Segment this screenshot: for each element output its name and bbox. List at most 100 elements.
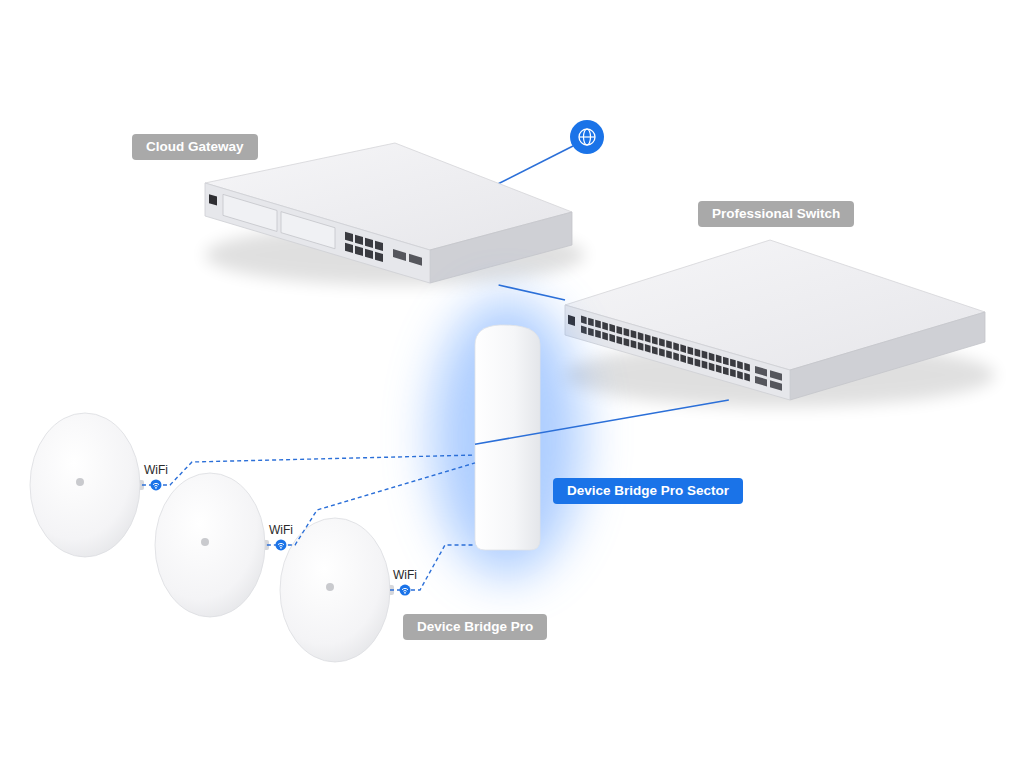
ethernet-port <box>716 365 722 374</box>
ethernet-port <box>631 330 637 339</box>
edge-label: WiFi <box>393 568 417 582</box>
device-label: Device Bridge Pro <box>403 614 547 640</box>
device-label: Device Bridge Pro Sector <box>553 478 743 504</box>
gateway-illustration <box>205 143 572 283</box>
ethernet-port <box>609 334 615 343</box>
globe-disc <box>570 120 604 154</box>
ethernet-port <box>588 328 594 337</box>
ethernet-port <box>673 342 679 351</box>
ethernet-port <box>624 328 630 337</box>
bridge-group: Device Bridge Pro <box>30 413 390 662</box>
ethernet-port <box>688 356 694 365</box>
ethernet-port <box>737 361 743 370</box>
ethernet-port <box>652 346 658 355</box>
power-port <box>209 194 217 205</box>
drive-bay <box>223 194 277 231</box>
ethernet-port <box>645 334 651 343</box>
ethernet-port <box>744 363 750 372</box>
dish-face <box>280 518 390 662</box>
ethernet-port <box>652 336 658 345</box>
ethernet-port <box>375 252 383 262</box>
device-label: Professional Switch <box>698 201 854 227</box>
ethernet-port <box>645 344 651 353</box>
ethernet-port <box>365 249 373 259</box>
dish-logo <box>76 478 84 486</box>
wifi-icon <box>275 539 286 550</box>
ethernet-port <box>737 371 743 380</box>
ethernet-port <box>355 246 363 256</box>
edge-label: WiFi <box>269 523 293 537</box>
ethernet-port <box>680 344 686 353</box>
gateway-side <box>430 212 572 283</box>
ethernet-port <box>688 346 694 355</box>
power-port <box>568 315 575 326</box>
ethernet-port <box>695 358 701 367</box>
wifi-icon <box>400 585 411 596</box>
ethernet-port <box>709 353 715 362</box>
wifi-link <box>390 545 475 590</box>
ethernet-port <box>680 354 686 363</box>
ethernet-port <box>666 350 672 359</box>
gateway-front-face <box>205 183 430 283</box>
sector-glow <box>432 297 582 577</box>
wifi-icon <box>150 479 161 490</box>
wifi-arc <box>279 545 282 547</box>
wifi-arc <box>153 483 159 484</box>
ethernet-port <box>659 338 665 347</box>
ethernet-port <box>638 342 644 351</box>
ethernet-port <box>581 326 587 335</box>
ethernet-port <box>673 352 679 361</box>
ethernet-port <box>659 348 665 357</box>
globe-equator <box>579 136 595 137</box>
wifi-link <box>142 455 475 485</box>
device-label: Cloud Gateway <box>132 134 258 160</box>
dish <box>30 413 144 557</box>
wifi-dot <box>155 487 157 489</box>
network-cable <box>499 285 565 300</box>
wifi-badge <box>150 479 161 490</box>
switch-device: Professional Switch <box>565 240 985 400</box>
wifi-dot <box>404 592 406 594</box>
globe-outline <box>579 129 595 145</box>
wifi-arc <box>154 485 157 487</box>
sfp-port <box>409 254 422 266</box>
ethernet-port <box>709 363 715 372</box>
wifi-badge <box>275 539 286 550</box>
sector-antenna <box>475 325 540 550</box>
ethernet-port <box>716 355 722 364</box>
ethernet-port <box>581 316 587 325</box>
dish-face <box>155 473 265 617</box>
gateway-front <box>205 183 430 283</box>
ethernet-port <box>624 338 630 347</box>
ethernet-port <box>345 243 353 253</box>
ethernet-port <box>345 232 353 242</box>
wifi-arc <box>278 543 284 544</box>
ethernet-port <box>595 330 601 339</box>
ethernet-port <box>617 326 623 335</box>
ethernet-port <box>702 351 708 360</box>
drive-bay <box>281 212 335 249</box>
sector-antenna-node: Device Bridge Pro Sector <box>475 325 540 550</box>
sfp-port <box>755 376 767 386</box>
ethernet-port <box>631 340 637 349</box>
wifi-arc <box>403 590 406 592</box>
sfp-port <box>770 370 782 380</box>
wifi-link <box>267 463 475 545</box>
ethernet-port <box>666 340 672 349</box>
sfp-port <box>770 380 782 390</box>
ethernet-port <box>638 332 644 341</box>
gateway-device: Cloud Gateway <box>205 143 572 285</box>
edge-label: WiFi <box>144 463 168 477</box>
ethernet-port <box>730 369 736 378</box>
sfp-port <box>755 366 767 376</box>
sfp-port <box>393 249 406 261</box>
ethernet-port <box>375 241 383 251</box>
ethernet-port <box>602 322 608 331</box>
switch-front <box>565 305 790 400</box>
ethernet-port <box>702 361 708 370</box>
ethernet-port <box>602 332 608 341</box>
internet-globe <box>570 120 604 154</box>
